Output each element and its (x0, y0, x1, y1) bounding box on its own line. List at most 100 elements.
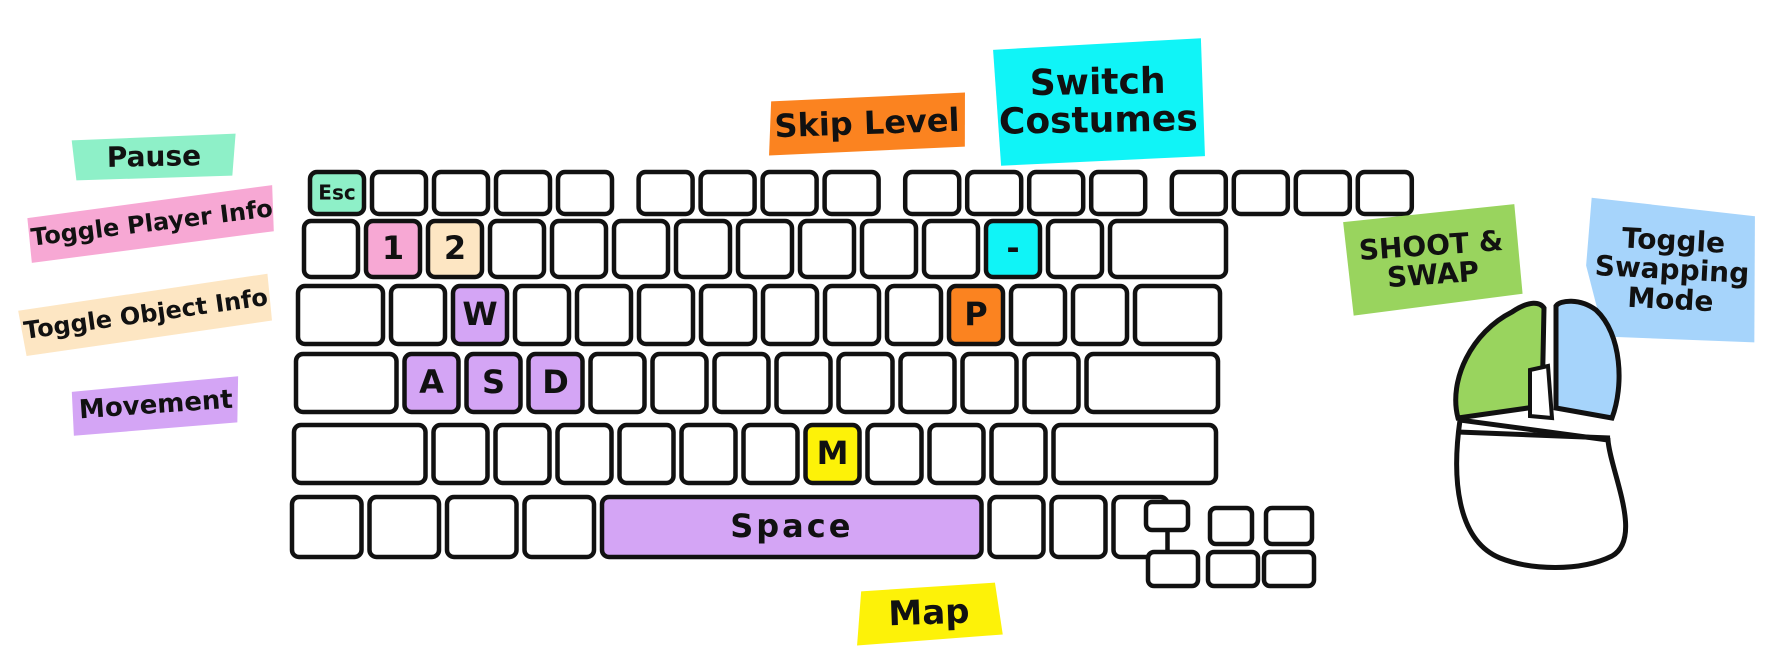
key-cap (1132, 283, 1223, 347)
key-r0-16 (1169, 169, 1229, 217)
key-cap (712, 351, 771, 415)
key-label: 2 (444, 229, 466, 267)
key-cap (698, 169, 757, 217)
key-cap (599, 494, 984, 560)
key-r1-4 (549, 218, 609, 280)
key-cap (444, 494, 519, 560)
key-space: Space (599, 494, 984, 560)
switch-costumes-highlight (993, 38, 1205, 166)
key-label: Esc (318, 181, 355, 205)
key-cap (464, 351, 523, 415)
key-r0-6 (636, 169, 695, 217)
mouse-divider (1457, 429, 1611, 441)
key-r0-13 (1026, 169, 1086, 217)
key-cap (493, 422, 552, 486)
key-r0-3 (493, 169, 553, 217)
key-r0-7 (698, 169, 757, 217)
key-cap (989, 422, 1048, 486)
key-cap (987, 494, 1046, 560)
key-cap (574, 283, 634, 347)
pause-label: Pause (70, 132, 239, 183)
key-r5-6 (1049, 494, 1108, 560)
shoot-swap-label: SHOOT & SWAP (1339, 202, 1526, 318)
key-r2-11 (1008, 283, 1068, 347)
key-r2-13 (1132, 283, 1223, 347)
key-r4-4 (617, 422, 676, 486)
pause-highlight (71, 133, 236, 181)
key-cap (760, 283, 820, 347)
key-cap (431, 169, 491, 217)
key-r0-17 (1231, 169, 1291, 217)
mouse-left-button (1453, 300, 1547, 421)
key-cap (289, 494, 364, 560)
key-r4-8 (865, 422, 924, 486)
key-cap (301, 218, 361, 280)
key-p: P (946, 283, 1006, 347)
key-r2-1 (388, 283, 448, 347)
arrow-key-0 (1143, 499, 1191, 533)
movement-label: Movement (68, 374, 243, 438)
key-r0-19 (1355, 169, 1415, 217)
skip-level-highlight (769, 92, 965, 156)
key-r4-11 (1051, 422, 1219, 486)
key-cap (636, 169, 695, 217)
mouse-body-outline (1454, 417, 1629, 570)
key-r3-12 (1084, 351, 1221, 415)
key-label: M (817, 434, 849, 472)
key-r3-6 (712, 351, 771, 415)
key-r0-8 (760, 169, 819, 217)
skip-level-label: Skip Level (765, 90, 969, 157)
key-cap (859, 218, 919, 280)
key-cap (822, 169, 881, 217)
key-s: S (464, 351, 523, 415)
key-r2-8 (822, 283, 882, 347)
key-r5-2 (444, 494, 519, 560)
key-cap (450, 283, 510, 347)
key-r4-10 (989, 422, 1048, 486)
key-r0-11 (902, 169, 962, 217)
key-cap (836, 351, 895, 415)
key-cap (898, 351, 957, 415)
key-m: M (803, 422, 862, 486)
key-r0-2 (431, 169, 491, 217)
switch-costumes-label: Switch Costumes (989, 36, 1207, 168)
key-cap (983, 218, 1043, 280)
key-esc: Esc (307, 169, 367, 217)
key-cap (617, 422, 676, 486)
key-label: 1 (382, 229, 404, 267)
arrow-key-4 (1205, 549, 1261, 589)
key-r4-3 (555, 422, 614, 486)
key-cap (367, 494, 442, 560)
key-r2-4 (574, 283, 634, 347)
key-w: W (450, 283, 510, 347)
key-cap (487, 218, 547, 280)
shoot-swap-highlight (1343, 204, 1523, 316)
key-r2-0 (295, 283, 386, 347)
map-highlight (857, 582, 1003, 646)
key-cap (960, 351, 1019, 415)
key-r2-7 (760, 283, 820, 347)
key-r5-3 (522, 494, 597, 560)
key-r0-18 (1293, 169, 1353, 217)
key-r5-1 (367, 494, 442, 560)
key-cap (735, 218, 795, 280)
key-cap (1293, 169, 1353, 217)
key-label: Space (730, 507, 853, 545)
key-r1-7 (735, 218, 795, 280)
key-r2-9 (884, 283, 944, 347)
key-r3-7 (774, 351, 833, 415)
key-r3-5 (650, 351, 709, 415)
key-r2-5 (636, 283, 696, 347)
key-cap (588, 351, 647, 415)
key-cap (1045, 218, 1105, 280)
object-info-highlight (18, 273, 272, 357)
key-cap (363, 218, 423, 280)
key-r0-12 (964, 169, 1024, 217)
key-label: P (964, 295, 987, 333)
key-cap (555, 169, 615, 217)
key-cap (307, 169, 367, 217)
key-cap (526, 351, 585, 415)
